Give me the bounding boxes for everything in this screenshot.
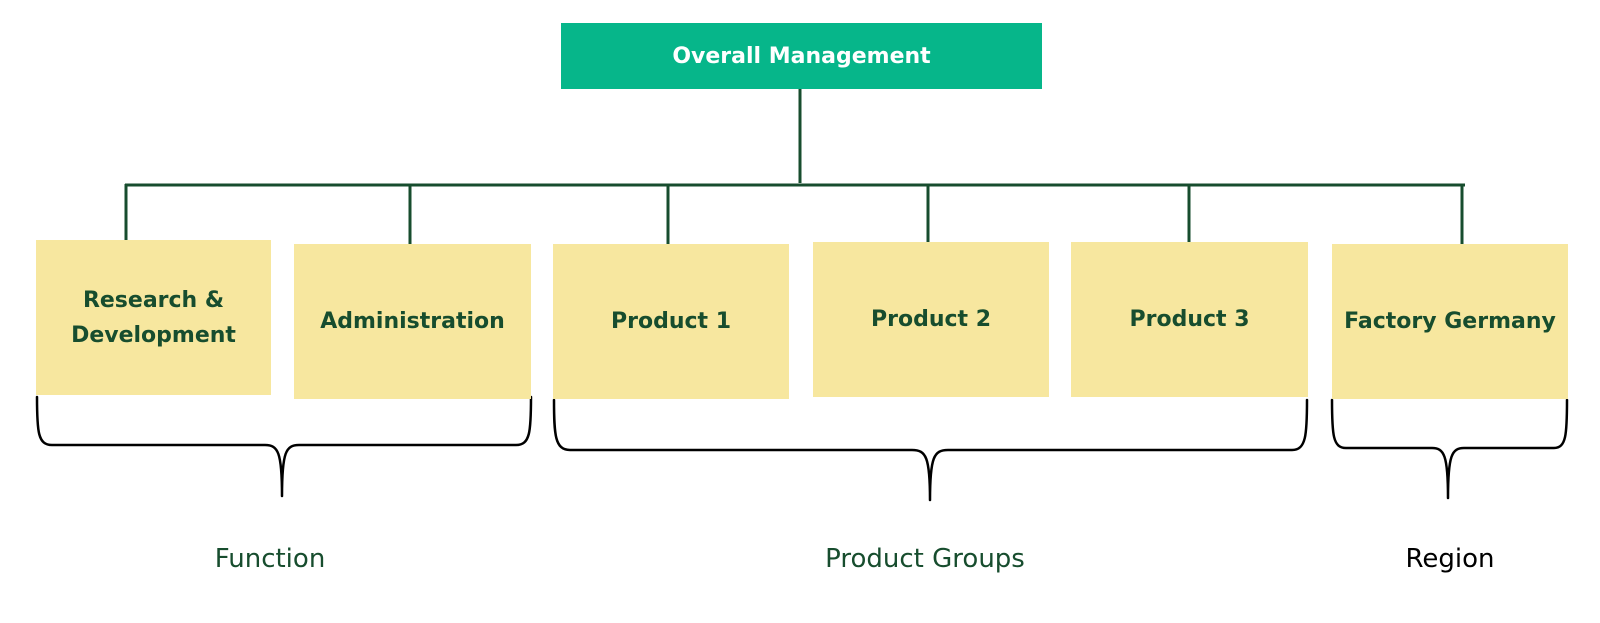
administration-label: Administration (320, 309, 505, 334)
group-label-region: Region (1405, 544, 1495, 574)
product-1-box: Product 1 (553, 244, 789, 399)
overall-management-label: Overall Management (672, 43, 931, 69)
group-label-function: Function (214, 544, 326, 574)
brace-function (35, 395, 533, 498)
brace-region (1330, 398, 1569, 500)
product-2-label: Product 2 (870, 307, 992, 332)
connector-lines (124, 88, 1465, 244)
overall-management-box: Overall Management (561, 23, 1042, 89)
research-development-label: Research & Development (71, 287, 236, 348)
product-1-label: Product 1 (610, 309, 732, 334)
administration-box: Administration (294, 244, 531, 399)
factory-germany-box: Factory Germany (1332, 244, 1568, 399)
factory-germany-label: Factory Germany (1344, 309, 1556, 334)
brace-product-groups (552, 398, 1309, 502)
research-development-box: Research & Development (36, 240, 271, 395)
brace-lines (35, 395, 1569, 502)
product-3-label: Product 3 (1129, 307, 1250, 332)
group-label-product-groups: Product Groups (825, 544, 1025, 574)
product-2-box: Product 2 (813, 242, 1049, 397)
product-3-box: Product 3 (1071, 242, 1308, 397)
